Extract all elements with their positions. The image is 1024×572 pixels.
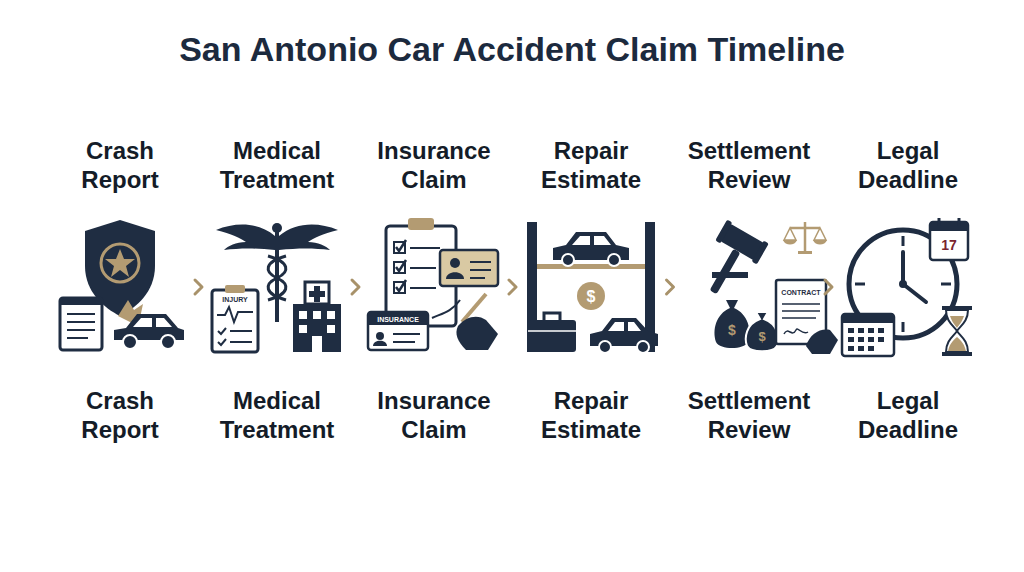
icon-text: $ xyxy=(728,322,736,338)
step-heading: Repair Estimate xyxy=(519,136,663,194)
step-chevron xyxy=(509,280,516,294)
step-chevron xyxy=(825,280,832,294)
car xyxy=(590,318,658,353)
chevron-path xyxy=(352,280,359,294)
icon-text: CONTRACT xyxy=(781,289,820,296)
icon-text: INJURY xyxy=(222,296,247,303)
step-caption: Medical Treatment xyxy=(205,386,349,444)
icon-label: INJURY xyxy=(222,296,247,303)
timeline-step: Insurance ClaimInsurance Claim xyxy=(362,136,506,444)
step-caption: Insurance Claim xyxy=(362,386,506,444)
contract xyxy=(776,280,838,354)
icon-text: $ xyxy=(587,288,596,305)
hourglass xyxy=(942,306,972,356)
step-caption: Settlement Review xyxy=(677,386,821,444)
icon-label: 17 xyxy=(941,238,957,252)
gavel xyxy=(692,220,769,305)
icon-text: 17 xyxy=(941,237,957,253)
insurance-card xyxy=(368,312,428,350)
chevron-path xyxy=(667,280,674,294)
icon-label: $ xyxy=(728,323,736,337)
step-heading: Insurance Claim xyxy=(362,136,506,194)
calendar-top xyxy=(930,218,968,260)
calendar-bottom xyxy=(842,314,894,356)
crashed-car xyxy=(114,300,184,349)
icon-label: $ xyxy=(587,289,596,305)
timeline-step: Legal DeadlineLegal Deadline xyxy=(836,136,980,444)
injury-clipboard xyxy=(212,285,258,352)
scales xyxy=(783,222,827,254)
timeline-step: Medical TreatmentMedical Treatment xyxy=(205,136,349,444)
step-heading: Crash Report xyxy=(48,136,192,194)
icon-text: INSURANCE xyxy=(377,316,419,323)
icon-label: CONTRACT xyxy=(781,289,820,296)
toolbox xyxy=(528,313,576,352)
step-heading: Legal Deadline xyxy=(836,136,980,194)
icon-text: $ xyxy=(758,329,765,344)
icon-label: $ xyxy=(758,330,765,343)
diagram-title: San Antonio Car Accident Claim Timeline xyxy=(0,30,1024,69)
hand-with-pen xyxy=(432,294,498,350)
step-heading: Settlement Review xyxy=(677,136,821,194)
step-caption: Crash Report xyxy=(48,386,192,444)
step-caption: Legal Deadline xyxy=(836,386,980,444)
chevron-path xyxy=(825,280,832,294)
step-caption: Repair Estimate xyxy=(519,386,663,444)
step-chevron xyxy=(195,280,202,294)
notepad xyxy=(60,298,102,350)
chevron-path xyxy=(195,280,202,294)
hospital xyxy=(293,282,341,352)
step-chevron xyxy=(667,280,674,294)
step-heading: Medical Treatment xyxy=(205,136,349,194)
timeline-step: Crash ReportCrash Report xyxy=(48,136,192,444)
money-bags xyxy=(715,300,779,351)
step-chevron xyxy=(352,280,359,294)
icon-label: INSURANCE xyxy=(377,316,419,323)
id-card xyxy=(440,250,498,286)
chevron-path xyxy=(509,280,516,294)
